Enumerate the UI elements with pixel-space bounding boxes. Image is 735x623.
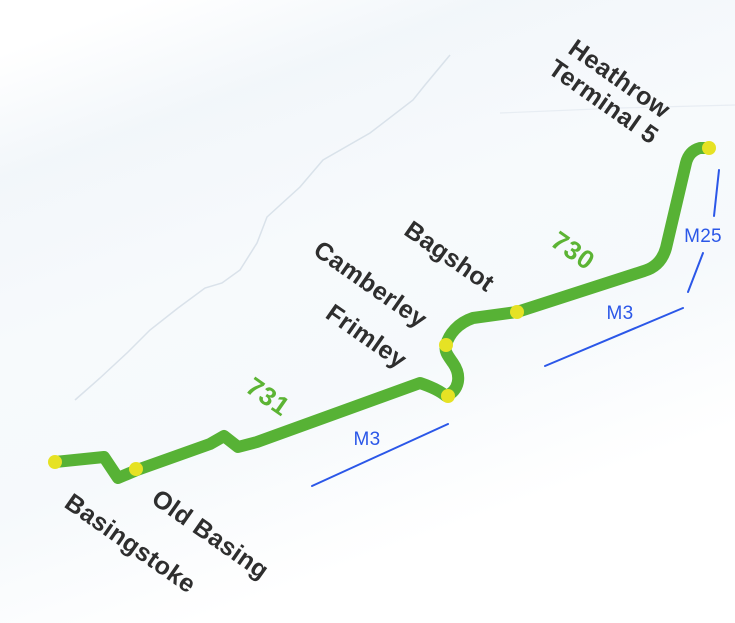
stop-dot-camberley	[439, 338, 453, 352]
m25-line-lower	[687, 252, 704, 293]
boundary-line-top	[499, 104, 735, 114]
stop-dot-bagshot	[510, 305, 524, 319]
stop-dot-old-basing	[129, 462, 143, 476]
stop-dot-basingstoke	[48, 455, 62, 469]
m25-line-upper	[713, 169, 720, 217]
boundary-line	[74, 54, 451, 401]
motorway-label-m3-west: M3	[353, 429, 381, 450]
m3-line-west	[311, 423, 449, 487]
stop-dot-heathrow-terminal-5	[702, 141, 716, 155]
motorway-label-m3-east: M3	[606, 303, 634, 324]
m3-line-east	[544, 307, 684, 367]
stop-dot-frimley	[441, 389, 455, 403]
motorway-label-m25: M25	[684, 226, 722, 247]
